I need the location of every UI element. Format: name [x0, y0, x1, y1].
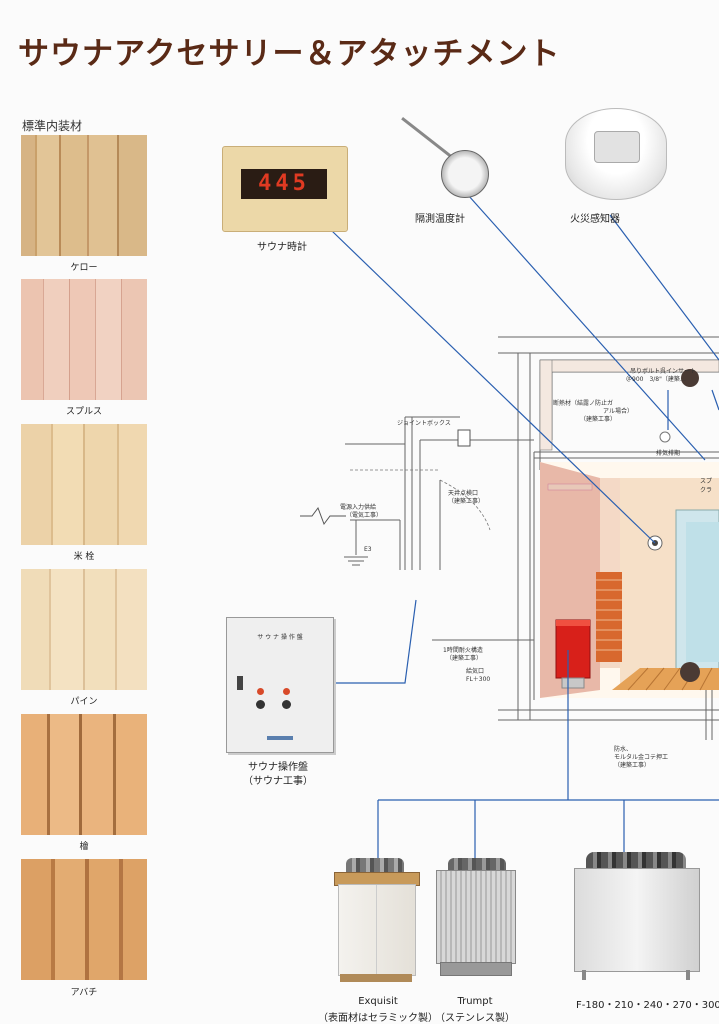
bolt-label: 吊りボルト呉インサート — [630, 368, 697, 375]
heater-name: F-180・210・240・270・300 — [576, 1000, 719, 1011]
insulation-label-2: アル場合） — [603, 408, 633, 415]
fire-detector-icon — [565, 108, 667, 200]
clock-display: 445 — [241, 169, 327, 199]
waterproof-label-2: モルタル金コテ押工 — [614, 754, 669, 761]
heater-name: Exquisit — [358, 996, 398, 1007]
knob-icon — [256, 700, 265, 709]
insulation-label: 断熱材（結露ノ防止ガ — [553, 400, 614, 407]
thermometer-icon — [441, 150, 489, 198]
material-swatch-abachi — [21, 859, 147, 980]
ceiling-hatch-label: 天井点検口 — [448, 490, 479, 497]
earth-label: E3 — [364, 546, 372, 553]
power-sub-label: （電気工事） — [346, 512, 383, 519]
material-label: 檜 — [79, 842, 89, 852]
material-swatch-pine — [21, 569, 147, 690]
bolt-spec-label: ＠900 3/8"（建築… — [626, 376, 686, 383]
panel-plate-bar — [267, 736, 293, 740]
fire-wall-label: 1時間耐火構造 — [443, 647, 483, 654]
material-swatch-spruce — [21, 279, 147, 400]
material-label: 米 栓 — [73, 552, 95, 562]
material-swatch-hinoki — [21, 714, 147, 835]
ceiling-hatch-sub: （建築工事） — [448, 498, 485, 505]
trumpt-heater — [436, 870, 516, 964]
material-swatch-kero — [21, 135, 147, 256]
heater-leg — [582, 970, 586, 980]
fire-detector-label: 火災感知器 — [570, 214, 620, 225]
junction-box-label: ジョイントボックス — [397, 420, 451, 427]
page-title: サウナアクセサリー＆アタッチメント — [18, 36, 561, 72]
material-label: パイン — [70, 697, 98, 707]
intake-label: 給気口 — [466, 668, 485, 675]
f-series-heater — [574, 868, 700, 972]
lamp-icon — [283, 688, 290, 695]
material-label: ケロー — [70, 263, 98, 273]
edge-label-k: クラ — [700, 487, 713, 494]
exquisit-base — [340, 974, 412, 982]
panel-label: サウナ操作盤 — [248, 762, 308, 773]
panel-plate: サ ウ ナ 操 作 盤 — [257, 634, 303, 641]
trumpt-base — [440, 962, 512, 976]
panel-sub-label: （サウナ工事） — [243, 776, 313, 787]
insulation-sub: （建築工事） — [580, 416, 617, 423]
panel-switch-icon — [237, 676, 243, 690]
exhaust-label: 排気排期 — [656, 450, 681, 457]
heater-leg — [686, 970, 690, 980]
edge-label-s: スプ — [700, 478, 713, 485]
waterproof-label: 防水、 — [614, 746, 633, 753]
fire-wall-sub: （建築工事） — [446, 655, 483, 662]
clock-label: サウナ時計 — [257, 242, 307, 253]
heater-name: Trumpt — [457, 996, 493, 1007]
power-label: 電源入力供給 — [340, 504, 377, 511]
stones-icon — [346, 858, 404, 874]
heater-sub: （表面材はセラミック製） — [318, 1013, 438, 1024]
material-label: スプルス — [65, 407, 102, 417]
sauna-clock: 445 — [222, 146, 348, 232]
interior-heading: 標準内装材 — [22, 119, 83, 133]
material-swatch-beitsuga — [21, 424, 147, 545]
knob-icon — [282, 700, 291, 709]
lamp-icon — [257, 688, 264, 695]
thermometer-label: 隔測温度計 — [415, 214, 465, 225]
heater-sub: （ステンレス製） — [435, 1013, 515, 1024]
sauna-control-panel: サ ウ ナ 操 作 盤 — [226, 617, 334, 753]
stones-icon — [586, 852, 686, 870]
intake-sub: FL＋300 — [466, 676, 491, 683]
exquisit-heater — [338, 884, 416, 976]
material-label: アバチ — [70, 988, 98, 998]
waterproof-sub: （建築工事） — [614, 762, 651, 769]
